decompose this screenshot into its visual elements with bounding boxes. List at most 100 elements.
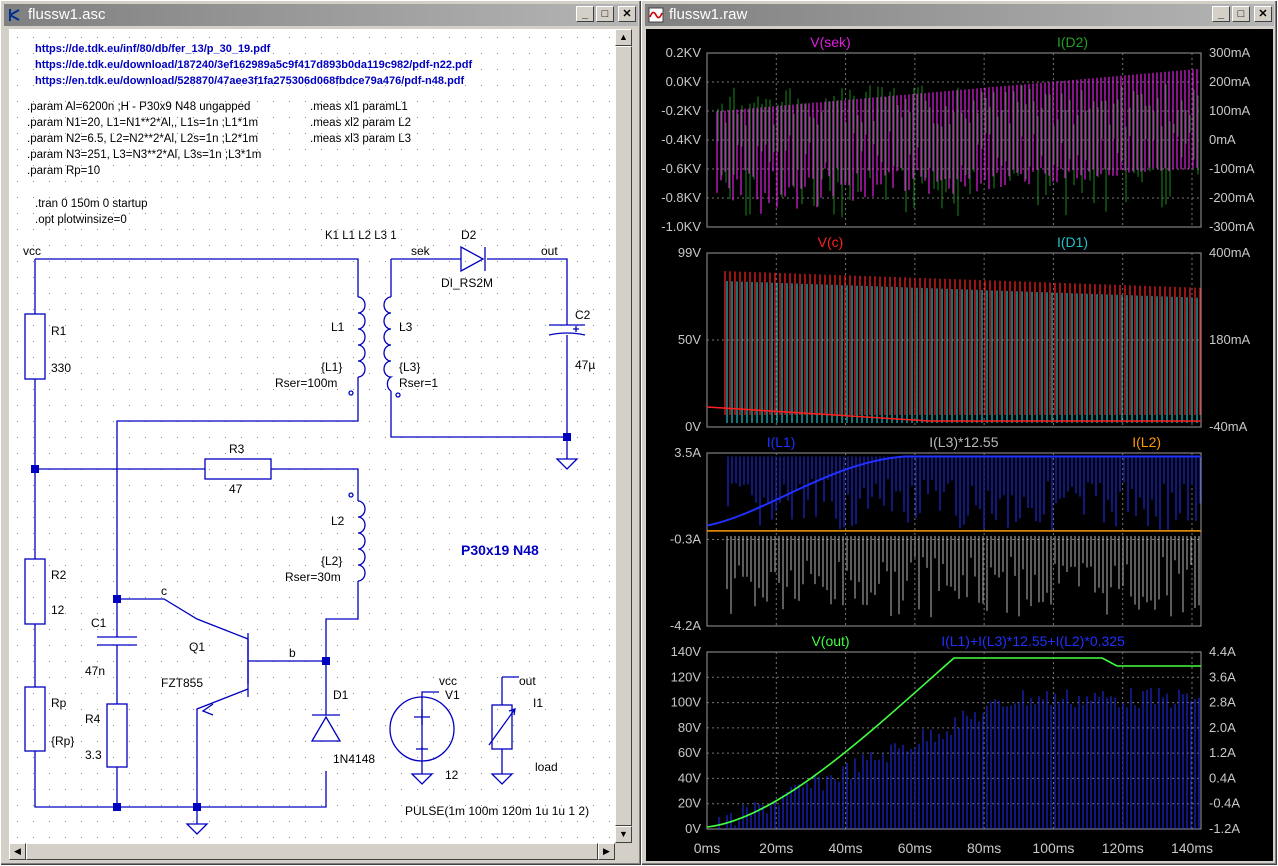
value-q1: FZT855 [161, 676, 203, 690]
trace-name: I(L1) [767, 434, 796, 450]
current-source-i1[interactable] [488, 704, 516, 750]
label-v1: V1 [445, 688, 460, 702]
y-tick-label-left: 140V [671, 644, 702, 659]
scroll-thumb-vertical[interactable] [615, 46, 632, 826]
param-line-1: .param Al=6200n ;H - P30x9 N48 ungapped [27, 101, 250, 113]
schematic-titlebar[interactable]: flussw1.asc _ □ ✕ [4, 4, 638, 26]
waveform-plot[interactable]: 0.2KV0.0KV-0.2KV-0.4KV-0.6KV-0.8KV-1.0KV… [646, 29, 1273, 861]
label-r1: R1 [51, 324, 67, 338]
trace-il3 [726, 536, 1200, 618]
link-3[interactable]: https://en.tdk.eu/download/528870/47aee3… [35, 75, 465, 87]
schematic-app-icon [9, 9, 20, 21]
x-tick-label: 0ms [694, 840, 720, 856]
scroll-right-button[interactable]: ▶ [598, 843, 615, 860]
label-c1: C1 [91, 616, 107, 630]
y-tick-label-right: -0.4A [1209, 796, 1240, 811]
maximize-button[interactable]: □ [596, 6, 614, 22]
minimize-button[interactable]: _ [576, 6, 594, 22]
opt-directive: .opt plotwinsize=0 [35, 214, 127, 226]
trace-vout [707, 657, 1201, 828]
net-label-v1: vcc [439, 674, 457, 688]
label-l2: L2 [331, 514, 345, 528]
transistor-q1[interactable] [201, 633, 249, 716]
pulse-spec: PULSE(1m 100m 120m 1u 1u 1 2) [405, 804, 589, 818]
label-i1: I1 [533, 696, 543, 710]
trace-name: I(L2) [1132, 434, 1161, 450]
trace-isum [710, 687, 1200, 829]
diodes[interactable] [310, 245, 486, 742]
label-l3: L3 [399, 320, 413, 334]
y-tick-label-left: 3.5A [674, 445, 701, 460]
schematic-canvas[interactable]: https://de.tdk.eu/inf/80/db/fer_13/p_30_… [9, 29, 615, 843]
scroll-left-button[interactable]: ◀ [9, 843, 26, 860]
trace-name: V(out) [811, 633, 849, 649]
trace-id2 [717, 84, 1199, 218]
scroll-up-button[interactable]: ▲ [615, 29, 632, 46]
y-tick-label-left: 20V [678, 796, 701, 811]
schematic-drawing[interactable]: https://de.tdk.eu/inf/80/db/fer_13/p_30_… [9, 29, 615, 843]
trace-name: V(sek) [810, 34, 850, 50]
plot-pane-frame[interactable] [706, 651, 1202, 830]
y-tick-label-left: -0.3A [670, 532, 701, 547]
label-r2: R2 [51, 568, 67, 582]
value-c2: 47µ [575, 358, 595, 372]
close-button[interactable]: ✕ [1254, 6, 1272, 22]
trace-group[interactable] [707, 455, 1201, 618]
net-label-c: c [161, 584, 167, 598]
trace-group[interactable] [707, 271, 1202, 423]
meas-line-2: .meas xl2 param L2 [310, 117, 411, 129]
param-line-3: .param N2=6.5, L2=N2**2*Al, L2s=1n ;L2*1… [27, 133, 258, 145]
y-tick-label-left: 0V [685, 419, 701, 434]
y-tick-label-right: 0mA [1209, 132, 1236, 147]
schematic-vertical-scrollbar[interactable]: ▲ ▼ [615, 29, 632, 843]
x-tick-label: 40ms [828, 840, 862, 856]
value-l1: {L1} [321, 360, 342, 374]
core-label: P30x19 N48 [461, 542, 539, 558]
y-tick-label-right: 300mA [1209, 45, 1251, 60]
y-tick-label-right: 2.0A [1209, 720, 1236, 735]
tran-directive: .tran 0 150m 0 startup [35, 198, 148, 210]
y-tick-label-right: 1.2A [1209, 745, 1236, 760]
value-i1: load [535, 760, 558, 774]
close-button[interactable]: ✕ [618, 6, 636, 22]
link-1[interactable]: https://de.tdk.eu/inf/80/db/fer_13/p_30_… [35, 43, 271, 55]
trace-group[interactable] [716, 69, 1199, 218]
y-tick-label-left: -0.4KV [661, 132, 701, 147]
resistors[interactable] [24, 313, 272, 768]
value-r1: 330 [51, 361, 71, 375]
voltage-source-v1[interactable] [389, 696, 455, 762]
inductors[interactable] [348, 296, 401, 582]
param-line-2: .param N1=20, L1=N1**2*Al,, L1s=1n ;L1*1… [27, 117, 258, 129]
label-rp: Rp [51, 696, 67, 710]
scroll-thumb-horizontal[interactable] [26, 843, 598, 860]
maximize-button[interactable]: □ [1232, 6, 1250, 22]
y-tick-label-left: 0.0KV [666, 74, 702, 89]
y-tick-label-right: -40mA [1209, 419, 1248, 434]
y-tick-label-right: -200mA [1209, 190, 1255, 205]
waveform-titlebar[interactable]: flussw1.raw _ □ ✕ [645, 4, 1274, 26]
y-tick-label-left: 0V [685, 821, 701, 836]
net-label-b: b [289, 646, 296, 660]
schematic-window[interactable]: flussw1.asc _ □ ✕ https://de.tdk.eu/inf/… [0, 0, 642, 866]
y-tick-label-right: 4.4A [1209, 644, 1236, 659]
x-tick-label: 140ms [1171, 840, 1213, 856]
y-tick-label-left: 40V [678, 770, 701, 785]
schematic-horizontal-scrollbar[interactable]: ◀ ▶ [9, 843, 615, 860]
scroll-down-button[interactable]: ▼ [615, 826, 632, 843]
waveform-window-title: flussw1.raw [669, 6, 748, 23]
capacitors[interactable] [97, 324, 586, 669]
value-d2: DI_RS2M [441, 276, 493, 290]
y-tick-label-left: 99V [678, 245, 701, 260]
label-c2: C2 [575, 308, 591, 322]
link-2[interactable]: https://de.tdk.eu/download/187240/3ef162… [35, 59, 472, 71]
param-line-4: .param N3=251, L3=N3**2*Al, L3s=1n ;L3*1… [27, 149, 261, 161]
waveform-app-icon [648, 7, 664, 23]
rser-l3: Rser=1 [399, 376, 438, 390]
x-tick-label: 80ms [967, 840, 1001, 856]
trace-group[interactable] [707, 657, 1201, 831]
rser-l2: Rser=30m [285, 570, 341, 584]
minimize-button[interactable]: _ [1212, 6, 1230, 22]
schematic-window-title: flussw1.asc [28, 6, 106, 23]
